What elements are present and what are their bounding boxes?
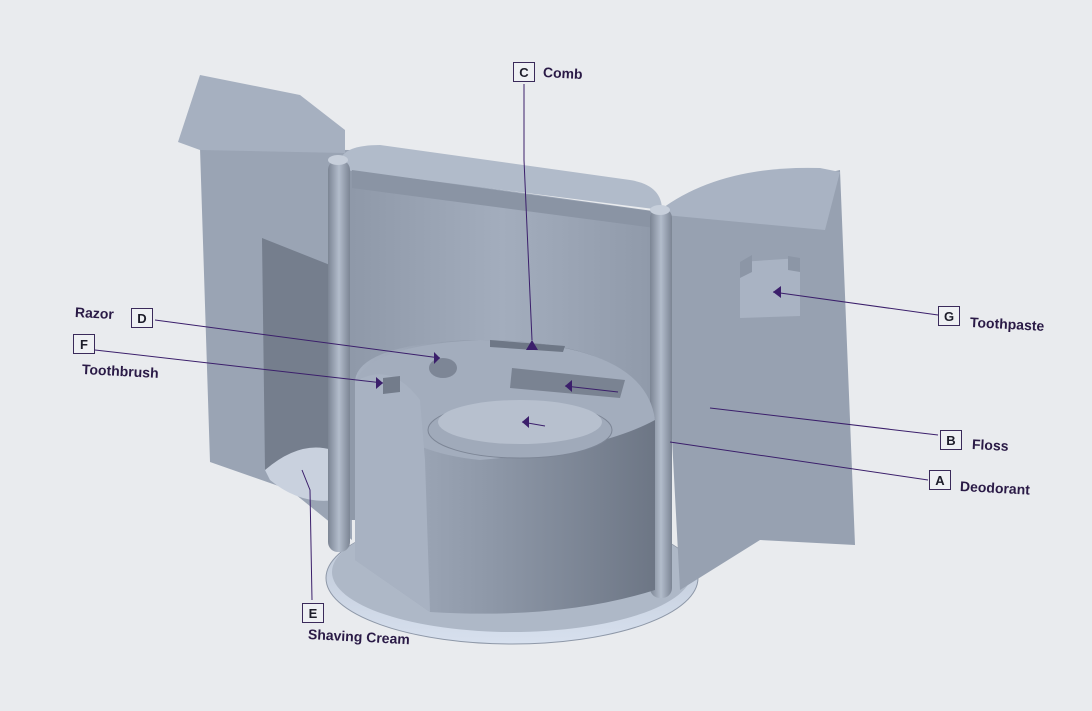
callout-letter-comb[interactable]: C	[513, 62, 535, 82]
leader-line-comb	[523, 84, 533, 341]
razor-hole	[429, 358, 457, 378]
callout-label-razor: Razor	[74, 304, 115, 323]
callout-letter-razor[interactable]: D	[131, 308, 153, 328]
top-rail	[340, 145, 662, 210]
right-top-flap	[660, 167, 840, 230]
leader-line-toothpaste	[772, 291, 939, 316]
left-shelf	[265, 447, 335, 501]
left-post	[328, 160, 350, 552]
callout-letter-floss[interactable]: B	[940, 430, 962, 450]
callout-letter-shaving-cream[interactable]: E	[302, 603, 324, 623]
callout-letter-toothbrush[interactable]: F	[73, 334, 95, 354]
comb-slot	[490, 340, 565, 352]
toothbrush-slot	[383, 376, 400, 394]
cylinder-cutout-wall	[355, 374, 430, 612]
top-rail-lip	[352, 170, 655, 228]
right-post	[650, 208, 672, 598]
leader-line-shaving-cream	[301, 469, 313, 601]
left-top-flap	[178, 75, 345, 153]
left-opening	[262, 238, 332, 480]
callout-letter-deodorant[interactable]: A	[929, 470, 951, 490]
right-panel	[660, 170, 855, 590]
leader-arrowheads	[376, 286, 781, 428]
callout-label-comb: Comb	[542, 64, 584, 83]
leader-line-toothbrush	[94, 349, 384, 384]
leader-lines	[94, 84, 939, 601]
toothpaste-holder	[740, 258, 800, 318]
deodorant-slot	[510, 368, 625, 398]
leader-line-floss	[709, 407, 939, 436]
callout-letter-toothpaste[interactable]: G	[938, 306, 960, 326]
leader-line-deodorant	[669, 441, 929, 481]
leader-line-razor	[154, 319, 441, 359]
callout-label-floss: Floss	[971, 436, 1009, 454]
